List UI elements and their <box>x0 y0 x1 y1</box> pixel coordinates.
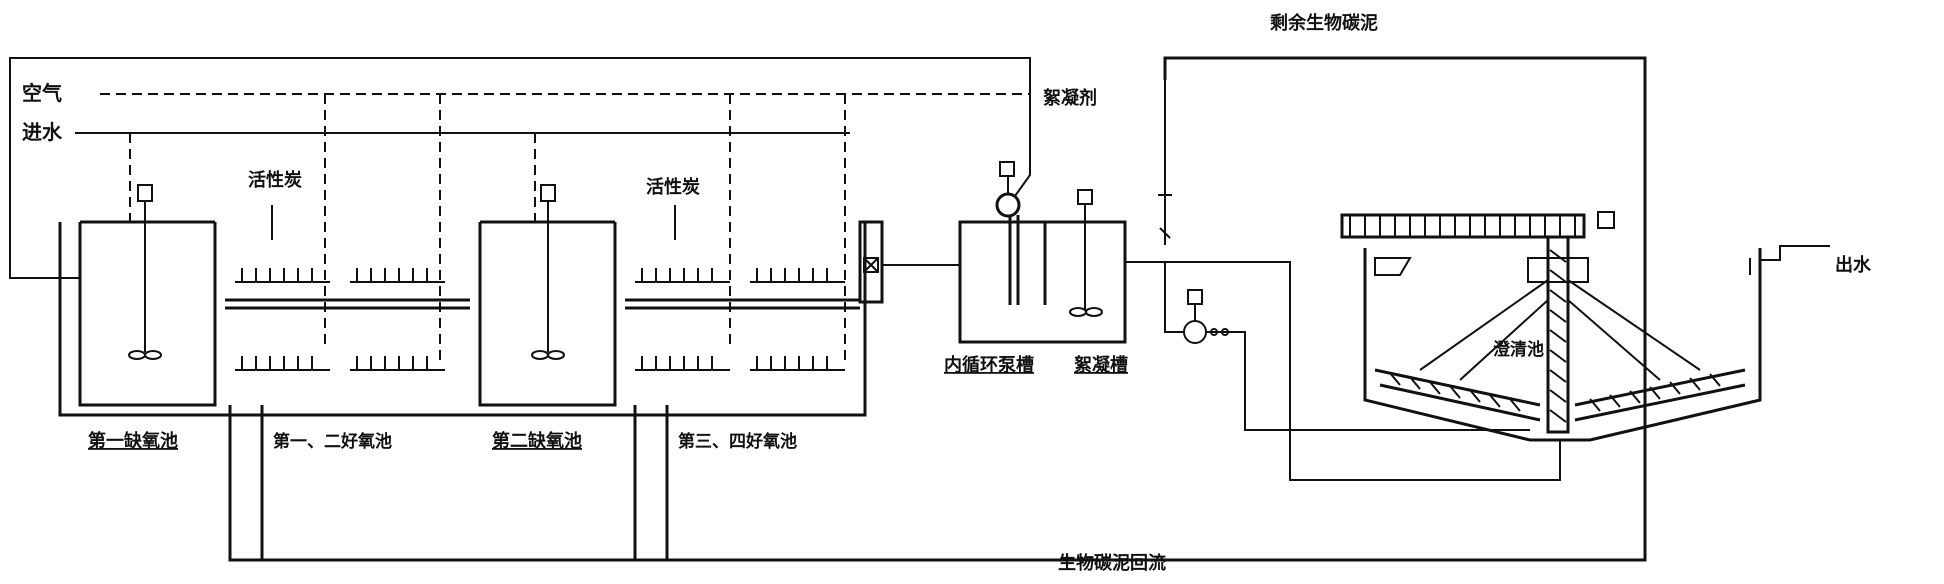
diffusers <box>235 268 845 371</box>
label-aerobic-12: 第一、二好氧池 <box>273 431 392 452</box>
label-activated-carbon-2: 活性炭 <box>646 176 700 198</box>
bioreactor-tank <box>58 220 867 417</box>
clarifier-feed <box>1125 80 1561 481</box>
mixer-1 <box>128 184 162 360</box>
label-air: 空气 <box>22 81 62 105</box>
label-flocculation-tank: 絮凝槽 <box>1074 354 1128 376</box>
label-biocarbon-return: 生物碳泥回流 <box>1058 552 1166 574</box>
label-anoxic-2: 第二缺氧池 <box>492 430 582 452</box>
valve <box>858 220 884 304</box>
label-inlet: 进水 <box>22 120 63 144</box>
label-excess-sludge: 剩余生物碳泥 <box>1270 12 1378 34</box>
inlet-drops <box>129 133 536 222</box>
sludge-pump <box>1164 262 1530 431</box>
label-aerobic-34: 第三、四好氧池 <box>678 431 797 452</box>
top-return-line <box>9 57 1031 279</box>
clarifier <box>1340 211 1830 442</box>
return-channel <box>228 56 1647 562</box>
internal-circulation-tank <box>958 110 1127 344</box>
label-activated-carbon-1: 活性炭 <box>248 169 302 191</box>
label-flocculant: 絮凝剂 <box>1043 87 1097 109</box>
air-drops <box>324 94 846 365</box>
label-outlet: 出水 <box>1835 254 1872 276</box>
mixer-2 <box>531 184 565 360</box>
label-anoxic-1: 第一缺氧池 <box>88 430 178 452</box>
label-clarifier: 澄清池 <box>1493 339 1544 360</box>
label-internal-circulation-tank: 内循环泵槽 <box>944 354 1034 376</box>
